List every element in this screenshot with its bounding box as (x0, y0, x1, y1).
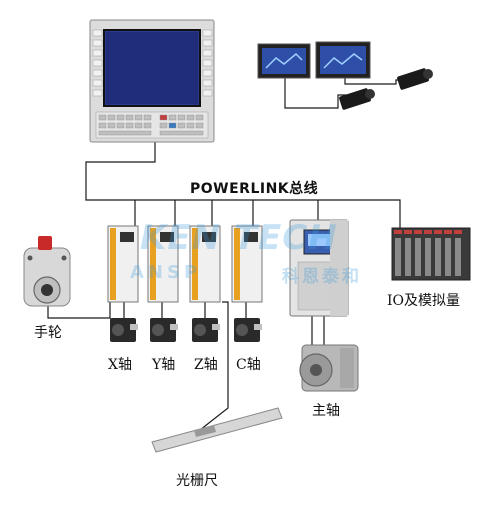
spindle-motor (299, 344, 359, 392)
monitor-link-2 (344, 78, 404, 85)
wiring (47, 78, 404, 431)
handwheel-line (47, 300, 111, 319)
estop-button (38, 236, 52, 250)
linear-scale (151, 407, 283, 453)
servo-motor-c (234, 318, 262, 342)
handwheel-device (23, 236, 71, 307)
io-modules (391, 227, 471, 281)
panel-to-bus-line (85, 142, 401, 228)
vision-monitor-1 (257, 43, 311, 79)
spindle-inverter (289, 219, 349, 317)
label-spindle: 主轴 (312, 403, 340, 419)
watermark-sub: ANSP (130, 262, 202, 283)
camera-1 (339, 88, 375, 110)
grating-line (199, 301, 229, 431)
servo-motor-x (110, 318, 138, 342)
panel-pc (89, 19, 215, 143)
label-c-axis: C轴 (236, 357, 261, 373)
watermark-cn: 科恩泰和 (282, 267, 362, 287)
servo-drive-z (189, 225, 221, 303)
label-handwheel: 手轮 (34, 325, 62, 341)
servo-motor-y (150, 318, 178, 342)
label-io: IO及模拟量 (387, 293, 461, 309)
camera-2 (397, 68, 433, 90)
monitor-link (284, 78, 350, 109)
label-x-axis: X轴 (108, 357, 132, 373)
servo-drive-x (107, 225, 139, 303)
bus-title: POWERLINK总线 (190, 181, 319, 197)
servo-drive-y (147, 225, 179, 303)
panel-keyboard (95, 111, 209, 139)
servo-motor-z (192, 318, 220, 342)
label-z-axis: Z轴 (194, 357, 218, 373)
vision-monitor-2 (315, 41, 371, 79)
label-grating: 光栅尺 (176, 473, 218, 489)
label-y-axis: Y轴 (152, 357, 176, 373)
watermark-brand: KEN TECH (140, 218, 338, 258)
servo-drive-c (231, 225, 263, 303)
